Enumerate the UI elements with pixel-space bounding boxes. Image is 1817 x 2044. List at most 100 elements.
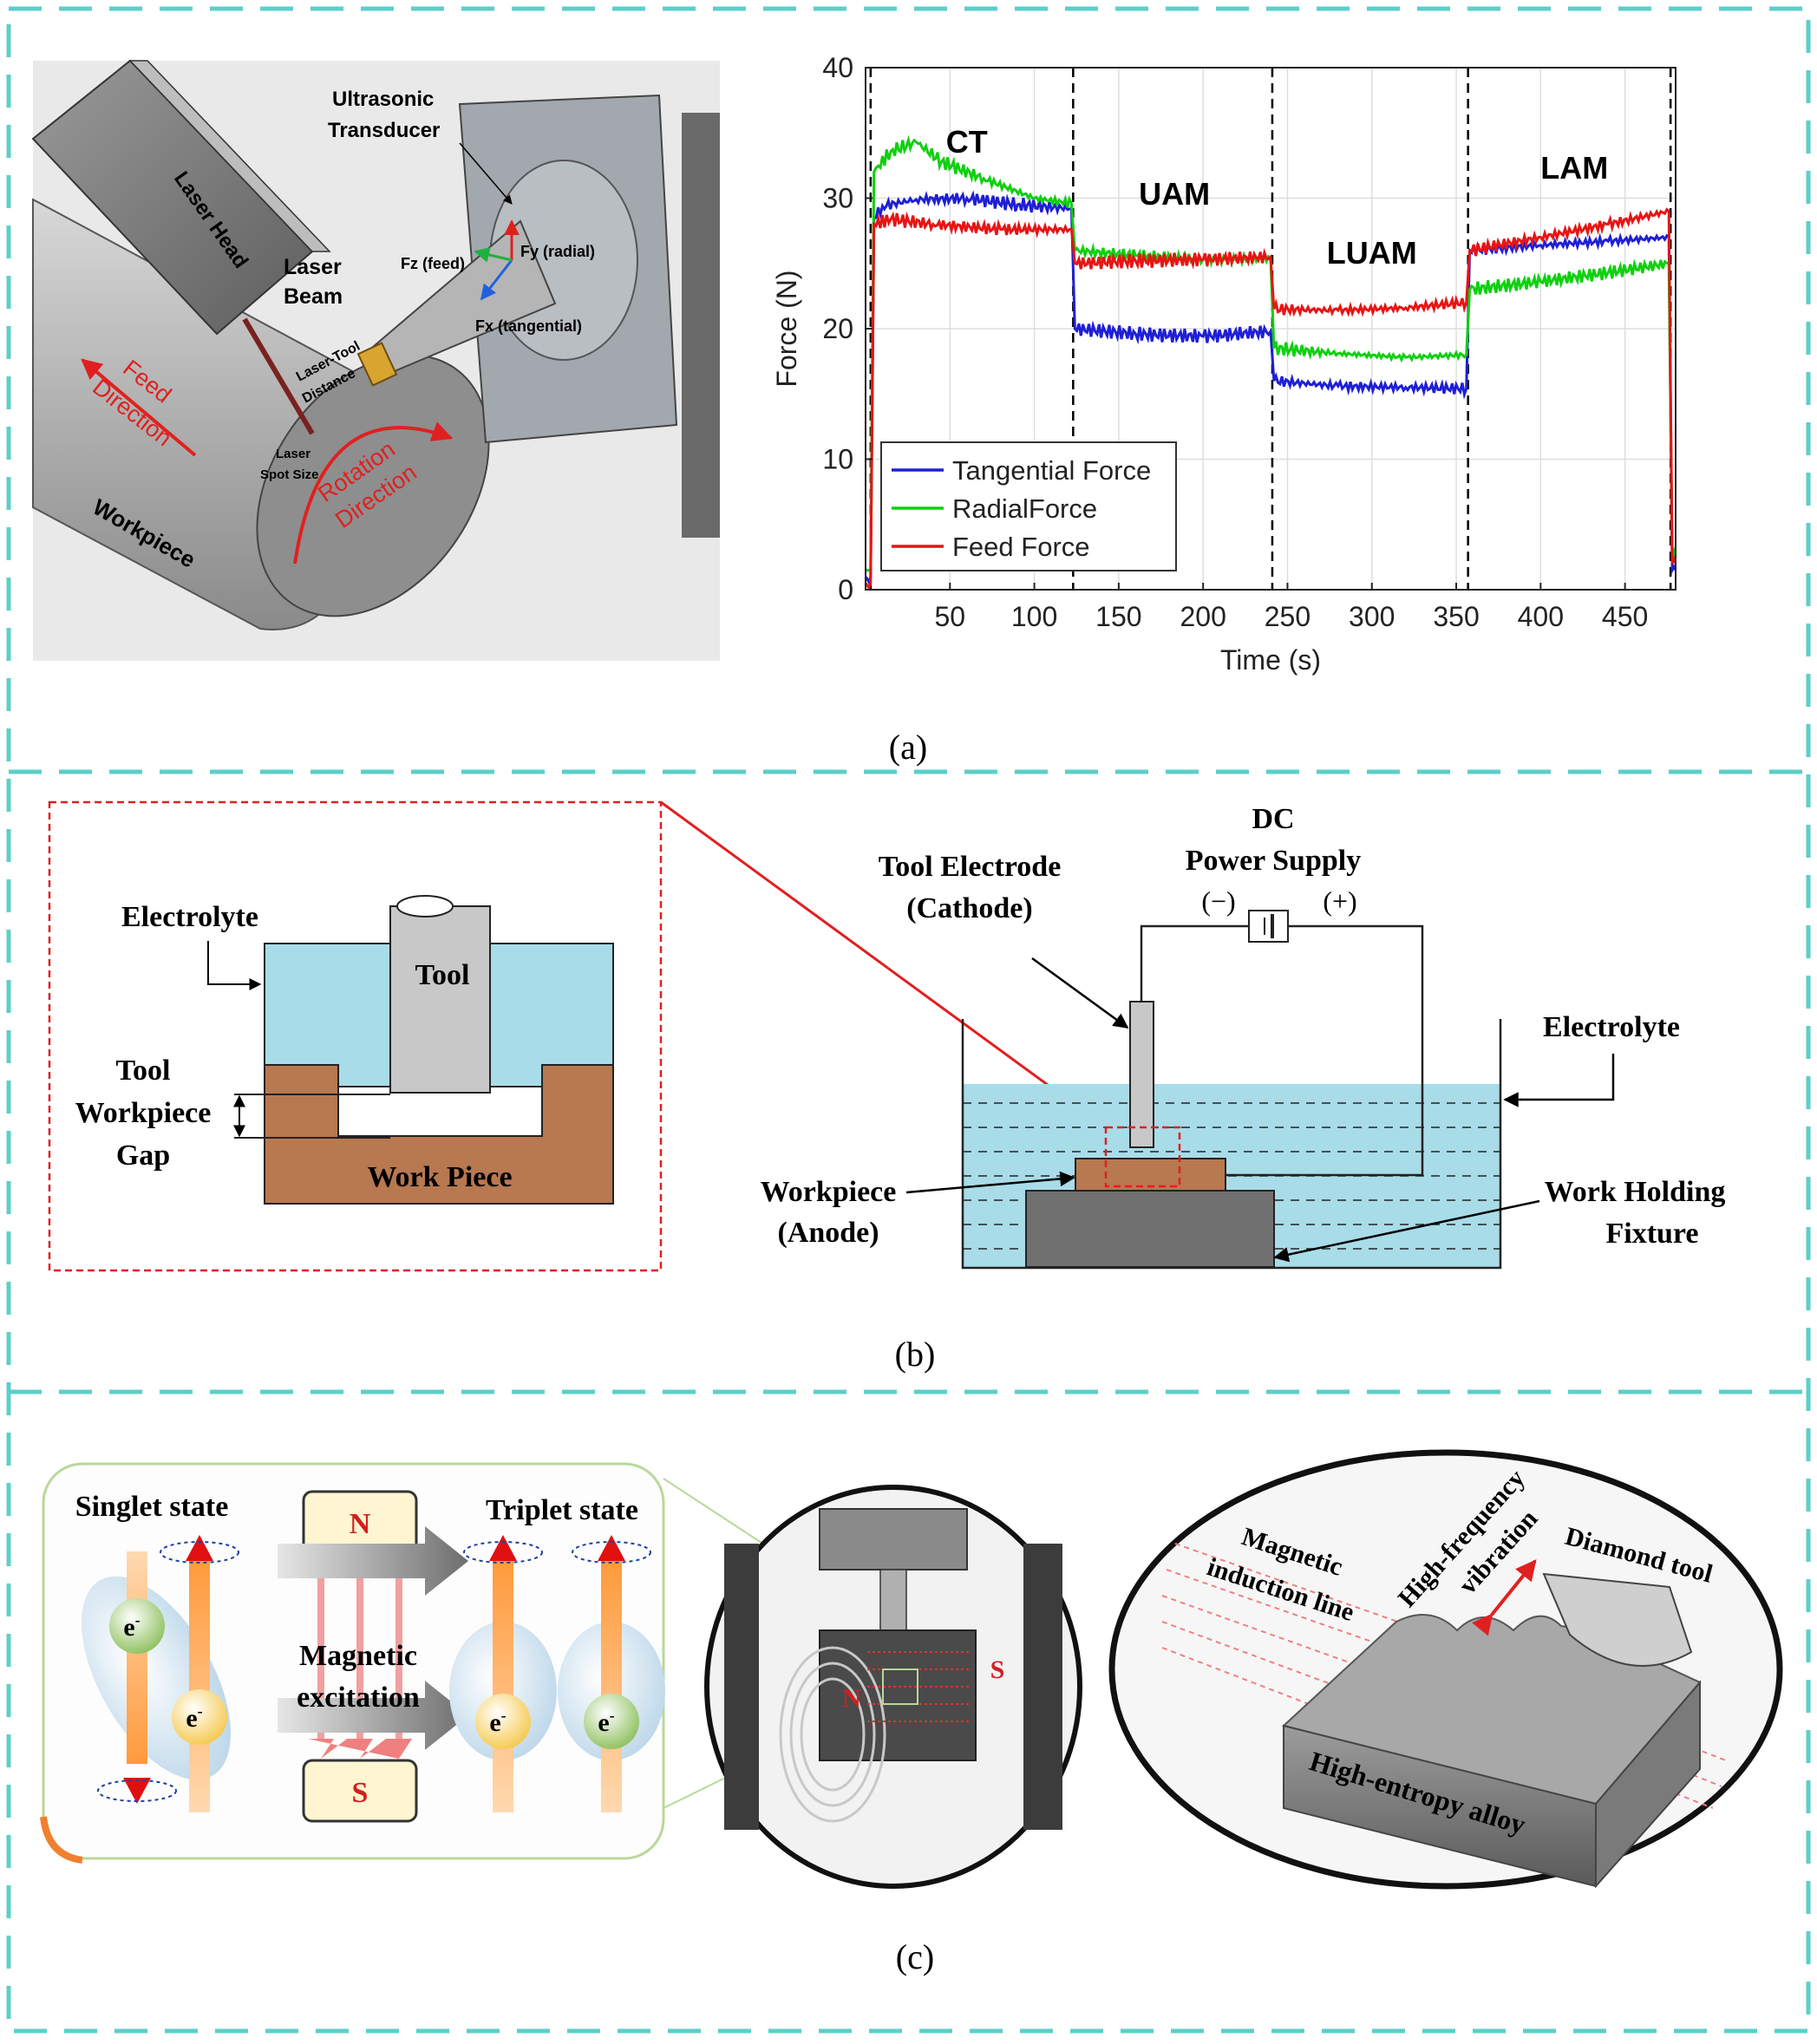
phase-label: LUAM	[1327, 235, 1417, 271]
inset-tool	[389, 905, 491, 1094]
singlet-spin-up-bar	[189, 1561, 210, 1812]
plus-label: (+)	[1323, 885, 1356, 917]
triplet-spin-bar-2	[601, 1561, 622, 1812]
tool-electrode-leader	[1031, 957, 1129, 1029]
y-tick-label: 0	[838, 574, 853, 605]
circuit-wire	[1140, 924, 1424, 1177]
x-tick-label: 450	[1602, 601, 1648, 632]
triplet-electron-green	[584, 1694, 639, 1749]
x-tick-label: 250	[1265, 601, 1310, 632]
fz-axis-arrow	[474, 246, 513, 263]
triplet-electron-yellow	[475, 1694, 531, 1749]
excitation-arrow-bottom	[278, 1681, 468, 1750]
x-tick-label: 100	[1011, 601, 1057, 632]
tank-electrolyte-label: Electrolyte	[1543, 1011, 1680, 1043]
magnet-s-label: S	[352, 1777, 369, 1809]
panel-c-caption: (c)	[896, 1937, 934, 1976]
callout-box	[1104, 1126, 1181, 1188]
machine-block	[682, 113, 720, 538]
device-left-panel	[724, 1544, 759, 1830]
fx-label: Fx (tangential)	[475, 317, 582, 335]
device-body	[819, 1629, 977, 1761]
ultrasonic-label-1: Ultrasonic	[332, 88, 434, 111]
magnetic-device: N S	[704, 1485, 1082, 1889]
x-tick-label: 200	[1180, 601, 1225, 632]
fixture-leader	[1273, 1199, 1540, 1263]
laser-beam-line	[242, 317, 315, 435]
legend-entry: Feed Force	[952, 532, 1090, 562]
device-n-label: N	[842, 1684, 861, 1713]
transducer-leader	[459, 142, 513, 205]
diamond-tool	[1542, 1572, 1693, 1667]
vibration-arrow	[1472, 1559, 1537, 1636]
laser-beam-label-2: Beam	[284, 284, 343, 309]
phase-label: CT	[946, 124, 988, 160]
triplet-precession-1	[463, 1541, 543, 1564]
electron-labels: e- e- e- e-	[123, 1611, 614, 1737]
electrolyte-leader-tank	[1503, 1054, 1615, 1107]
device-coils	[779, 1646, 886, 1823]
spot-size-label-1: Laser	[276, 447, 310, 461]
gap-label-1: Tool	[115, 1055, 170, 1087]
gap-label-2: Workpiece	[75, 1097, 212, 1129]
singlet-precession-top	[160, 1541, 239, 1564]
fx-axis-arrow	[480, 259, 513, 301]
callout-connector	[660, 800, 1107, 1129]
triplet-precession-2	[572, 1541, 651, 1564]
series-line	[864, 190, 1677, 586]
x-tick-label: 300	[1349, 601, 1395, 632]
y-tick-label: 30	[822, 183, 853, 214]
device-zoom-square	[882, 1669, 918, 1705]
spot-size-label-2: Spot Size	[260, 467, 319, 482]
laser-head-top	[128, 60, 331, 252]
excitation-label-1: Magnetic	[299, 1640, 417, 1672]
electron-label-3: e-	[489, 1707, 506, 1737]
workpiece-leader	[905, 1171, 1075, 1194]
device-right-panel	[1023, 1544, 1062, 1830]
laser-assisted-illustration: Laser Head Laser Beam Ultrasonic Transdu…	[31, 59, 720, 661]
triplet-arrowhead-2	[598, 1535, 625, 1561]
inset-dashed-box	[48, 800, 663, 1272]
ecm-setup: Tool Electrode (Cathode) DC Power Supply…	[761, 803, 1726, 1270]
device-top-frame	[819, 1508, 968, 1571]
electron-label-4: e-	[598, 1707, 614, 1737]
singlet-precession-bottom	[97, 1780, 177, 1802]
excitation-label-2: excitation	[297, 1682, 420, 1714]
phase-label: LAM	[1540, 150, 1608, 186]
fixture-label-1: Work Holding	[1545, 1176, 1726, 1208]
inset-tool-top	[396, 895, 454, 918]
laser-beam-label-1: Laser	[284, 255, 342, 279]
field-arrowheads	[308, 1739, 412, 1759]
dc-label-2: Power Supply	[1186, 845, 1361, 877]
fixture-label-2: Fixture	[1605, 1218, 1698, 1250]
legend-box	[880, 441, 1177, 571]
x-tick-label: 350	[1433, 601, 1479, 632]
cutting-tool	[356, 342, 398, 387]
triplet-arrowhead-1	[489, 1535, 517, 1561]
electron-label-1: e-	[123, 1611, 140, 1642]
singlet-up-arrowhead	[186, 1535, 213, 1561]
y-tick-label: 20	[822, 313, 853, 344]
gap-label-3: Gap	[116, 1140, 170, 1172]
feed-direction-arrow	[81, 358, 197, 457]
cutting-zone-lens: Magnetic induction line High-frequency v…	[1108, 1449, 1783, 1890]
triplet-label: Triplet state	[486, 1494, 638, 1526]
triplet-spin-bar-1	[493, 1561, 513, 1812]
panel-a-caption: (a)	[889, 728, 927, 767]
singlet-label: Singlet state	[75, 1491, 229, 1523]
x-axis-label: Time (s)	[1220, 644, 1321, 676]
rotation-direction-arc	[293, 421, 454, 565]
singlet-electron-green	[109, 1598, 165, 1654]
magnet-s	[302, 1759, 418, 1823]
ultrasonic-label-2: Transducer	[328, 119, 440, 142]
singlet-down-arrowhead	[123, 1778, 151, 1804]
series-line	[864, 207, 1677, 591]
x-tick-label: 50	[934, 601, 965, 632]
electrolyte-leader-inset	[207, 941, 262, 990]
dc-label-1: DC	[1252, 803, 1294, 835]
inset-tool-label: Tool	[415, 959, 469, 991]
y-tick-label: 40	[822, 52, 853, 83]
minus-label: (−)	[1201, 885, 1235, 917]
fy-label: Fy (radial)	[520, 243, 595, 260]
